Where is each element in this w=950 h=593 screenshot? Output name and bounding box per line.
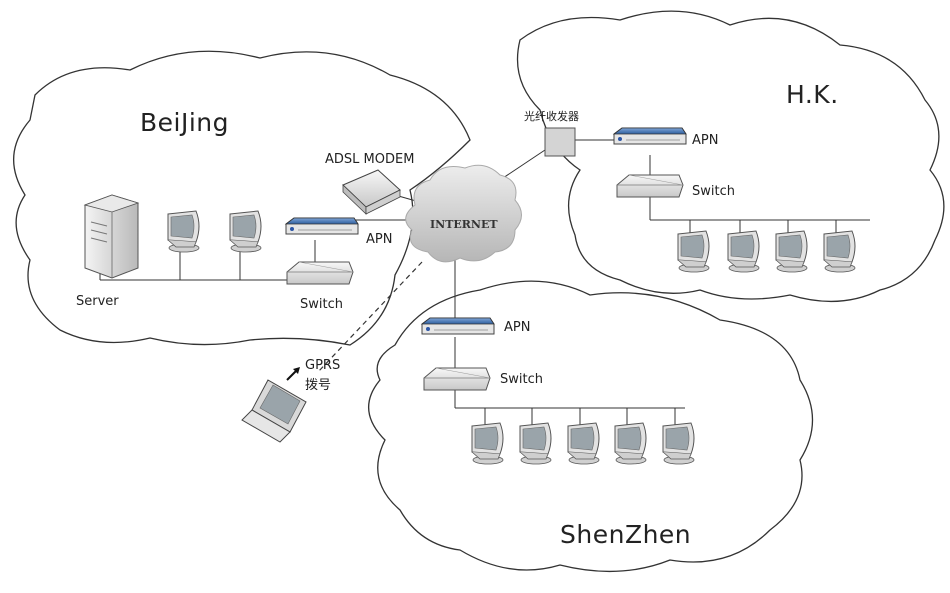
hongkong-cloud [516, 10, 945, 303]
arrow-icon [286, 367, 300, 381]
shenzhen-apn-icon [421, 317, 495, 335]
internet-label: INTERNET [430, 218, 498, 231]
hk-apn-label: APN [692, 133, 719, 148]
hk-switch-icon [616, 174, 684, 198]
hk-pc-icon [677, 230, 710, 273]
region-label-beijing: BeiJing [140, 108, 230, 137]
shenzhen-switch-icon [423, 367, 491, 391]
shenzhen-apn-label: APN [504, 320, 531, 335]
gprs-dial-link [317, 261, 423, 373]
shenzhen-pc-icon [471, 422, 504, 465]
hk-switch-label: Switch [692, 184, 735, 199]
hk-apn-icon [613, 127, 687, 145]
adsl-modem-label: ADSL MODEM [325, 152, 415, 167]
beijing-pc-icon [167, 210, 200, 253]
fiber-transceiver-label: 光纤收发器 [524, 110, 579, 123]
hk-pc-icon [727, 230, 760, 273]
gprs-label: GPRS [305, 358, 341, 373]
beijing-switch-label: Switch [300, 297, 343, 312]
gprs-dial-label: 拨号 [305, 378, 332, 393]
beijing-pc-icon [229, 210, 262, 253]
hk-pc-icon [823, 230, 856, 273]
adsl-modem-icon [342, 169, 401, 215]
shenzhen-pc-icon [614, 422, 647, 465]
shenzhen-pc-icon [567, 422, 600, 465]
shenzhen-switch-label: Switch [500, 372, 543, 387]
region-label-shenzhen: ShenZhen [560, 520, 692, 549]
beijing-apn-label: APN [366, 232, 393, 247]
shenzhen-pc-icon [519, 422, 552, 465]
region-label-hongkong: H.K. [786, 80, 839, 109]
beijing-switch-icon [286, 261, 354, 285]
internet-cloud [405, 164, 522, 263]
server-icon [83, 194, 140, 279]
fiber-transceiver-icon [544, 127, 576, 157]
shenzhen-pc-icon [662, 422, 695, 465]
beijing-apn-icon [285, 217, 359, 235]
laptop-icon [241, 379, 307, 443]
server-label: Server [76, 294, 119, 309]
hk-pc-icon [775, 230, 808, 273]
